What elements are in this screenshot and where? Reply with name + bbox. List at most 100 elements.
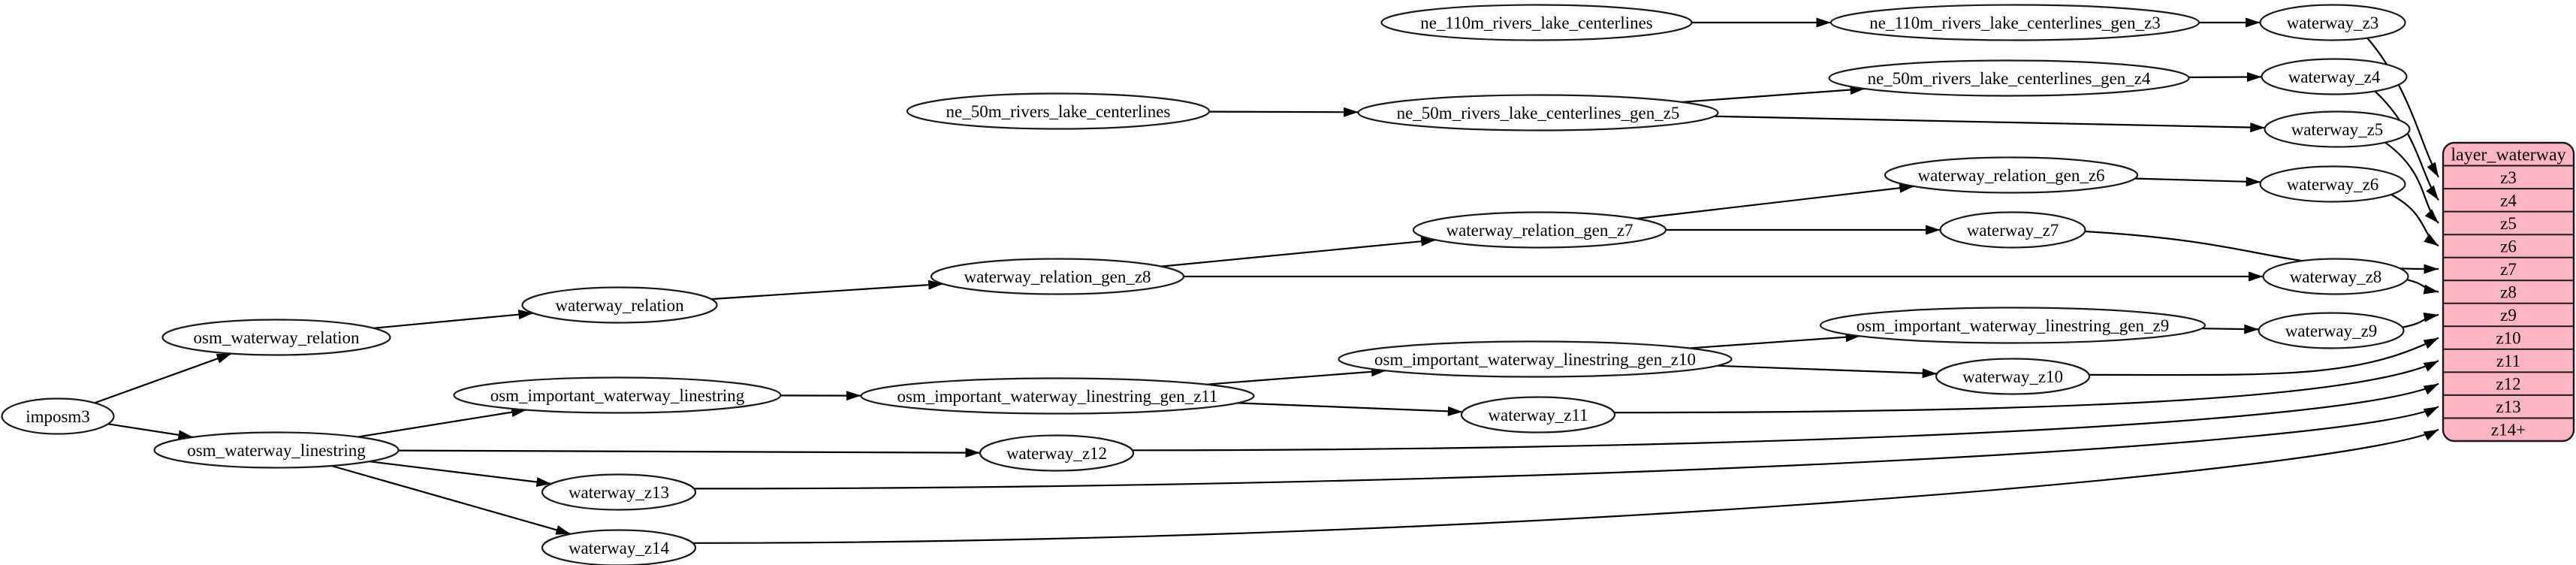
node-ellipse [521,286,718,324]
edge-waterway_z3-to-row-z3 [2366,37,2439,178]
edge-ne_50m_rivers_lake_centerlines_gen_z5-to-waterway_z5 [1714,115,2265,133]
node-waterway_z3: waterway_z3 [2259,4,2406,41]
node-label: ne_50m_rivers_lake_centerlines_gen_z4 [1868,69,2151,88]
table-row-label-z9: z9 [2500,306,2517,325]
node-label: waterway_z11 [1488,406,1588,425]
edge-osm_waterway_linestring-to-waterway_z14 [331,464,572,535]
node-ellipse [153,431,400,469]
table-background [2442,141,2575,443]
node-label: waterway_relation_gen_z7 [1446,221,1633,240]
node-label: waterway_relation_gen_z8 [964,267,1151,286]
node-ellipse [1939,211,2086,249]
node-ellipse [1884,156,2139,194]
node-waterway_z4: waterway_z4 [2261,58,2408,95]
node-ellipse [906,92,1211,130]
node-ellipse [1357,94,1719,131]
edge-waterway_z6-to-row-z6 [2390,193,2439,247]
table-row-label-z11: z11 [2496,352,2520,370]
node-waterway_z10: waterway_z10 [1935,358,2091,395]
edge-waterway_z11-to-row-z11 [1614,360,2439,414]
edge-imposm3-to-osm_waterway_relation [94,352,232,404]
node-waterway_z14: waterway_z14 [541,529,697,565]
node-ellipse [2259,4,2406,41]
node-ellipse [1460,396,1616,434]
node-waterway_z11: waterway_z11 [1460,396,1616,434]
node-ellipse [541,529,697,565]
edge-osm_important_waterway_linestring_gen_z11-to-osm_important_waterway_linestring_gen_z10 [1206,367,1386,385]
node-osm_important_waterway_linestring_gen_z9: osm_important_waterway_linestring_gen_z9 [1819,307,2206,344]
node-waterway_z13: waterway_z13 [541,473,697,511]
node-label: osm_waterway_relation [194,328,360,347]
node-ellipse [2262,258,2409,295]
edge-waterway_z8-to-row-z8 [2406,279,2439,295]
node-ellipse [1935,358,2091,395]
node-waterway_relation_gen_z6: waterway_relation_gen_z6 [1884,156,2139,194]
node-label: ne_50m_rivers_lake_centerlines_gen_z5 [1397,104,1680,122]
edge-osm_waterway_linestring-to-osm_important_waterway_linestring [357,407,526,438]
node-waterway_relation: waterway_relation [521,286,718,324]
node-ellipse [860,377,1255,415]
node-ne_50m_rivers_lake_centerlines: ne_50m_rivers_lake_centerlines [906,92,1211,130]
node-ellipse [453,376,782,414]
edge-waterway_relation-to-waterway_relation_gen_z8 [710,279,943,301]
edge-waterway_z13-to-row-z13 [694,406,2439,490]
edge-osm_important_waterway_linestring_gen_z9-to-waterway_z9 [2201,324,2259,334]
node-waterway_z6: waterway_z6 [2259,165,2406,203]
table-row-label-z4: z4 [2500,191,2517,210]
node-waterway_z8: waterway_z8 [2262,258,2409,295]
node-ellipse [1829,4,2200,41]
edge-osm_waterway_linestring-to-waterway_z13 [369,461,552,487]
edge-osm_important_waterway_linestring_gen_z11-to-waterway_z11 [1237,402,1463,416]
edge-osm_important_waterway_linestring_gen_z10-to-waterway_z10 [1717,364,1938,379]
node-ne_110m_rivers_lake_centerlines: ne_110m_rivers_lake_centerlines [1380,4,1693,41]
node-label: imposm3 [26,407,90,426]
table-layer-waterway: layer_waterwayz3z4z5z6z7z8z9z10z11z12z13… [2442,141,2575,443]
table-row-label-z14plus: z14+ [2491,421,2526,440]
table-row-label-z8: z8 [2500,283,2517,302]
node-waterway_relation_gen_z7: waterway_relation_gen_z7 [1412,211,1667,249]
node-waterway_z9: waterway_z9 [2258,312,2405,349]
edge-waterway_z12-to-row-z12 [1132,382,2439,452]
node-ellipse [161,319,391,356]
table-row-label-z5: z5 [2500,214,2517,233]
table-row-label-z13: z13 [2496,397,2520,416]
node-label: waterway_z7 [1967,221,2059,240]
table-row-label-z10: z10 [2496,329,2520,348]
node-label: ne_110m_rivers_lake_centerlines [1420,14,1653,32]
node-ellipse [1828,59,2190,97]
node-label: ne_110m_rivers_lake_centerlines_gen_z3 [1869,14,2160,32]
edge-imposm3-to-osm_waterway_linestring [107,423,194,440]
node-label: ne_50m_rivers_lake_centerlines [946,102,1171,121]
node-label: waterway_z8 [2290,267,2382,286]
table-row-label-z6: z6 [2500,237,2517,255]
node-label: waterway_z9 [2285,322,2378,340]
table-row-label-z3: z3 [2500,168,2517,187]
node-ellipse [2258,312,2405,349]
node-label: osm_important_waterway_linestring_gen_z1… [897,387,1217,406]
edges-layer [94,17,2439,544]
node-ellipse [1412,211,1667,249]
node-ne_50m_rivers_lake_centerlines_gen_z5: ne_50m_rivers_lake_centerlines_gen_z5 [1357,94,1719,131]
edge-waterway_relation_gen_z7-to-waterway_relation_gen_z6 [1636,183,1914,220]
node-waterway_z12: waterway_z12 [979,434,1135,472]
node-label: waterway_relation [555,296,684,315]
node-label: osm_important_waterway_linestring [490,386,745,405]
node-ellipse [2264,110,2411,148]
node-waterway_relation_gen_z8: waterway_relation_gen_z8 [930,258,1185,295]
node-label: osm_important_waterway_linestring_gen_z1… [1374,350,1696,369]
node-label: waterway_z5 [2291,120,2384,139]
node-ellipse [979,434,1135,472]
node-waterway_z5: waterway_z5 [2264,110,2411,148]
node-imposm3: imposm3 [1,397,115,435]
node-ne_50m_rivers_lake_centerlines_gen_z4: ne_50m_rivers_lake_centerlines_gen_z4 [1828,59,2190,97]
edge-waterway_z4-to-row-z4 [2374,90,2439,201]
edge-ne_50m_rivers_lake_centerlines-to-ne_50m_rivers_lake_centerlines_gen_z5 [1208,107,1359,117]
node-ellipse [1338,340,1733,378]
node-ne_110m_rivers_lake_centerlines_gen_z3: ne_110m_rivers_lake_centerlines_gen_z3 [1829,4,2200,41]
edge-waterway_z14-to-row-z14+ [692,428,2439,544]
edge-osm_important_waterway_linestring_gen_z10-to-osm_important_waterway_linestring_gen_z9 [1689,332,1861,349]
node-label: waterway_z4 [2288,68,2381,86]
node-label: waterway_z13 [569,483,669,502]
node-label: waterway_z12 [1006,444,1107,463]
